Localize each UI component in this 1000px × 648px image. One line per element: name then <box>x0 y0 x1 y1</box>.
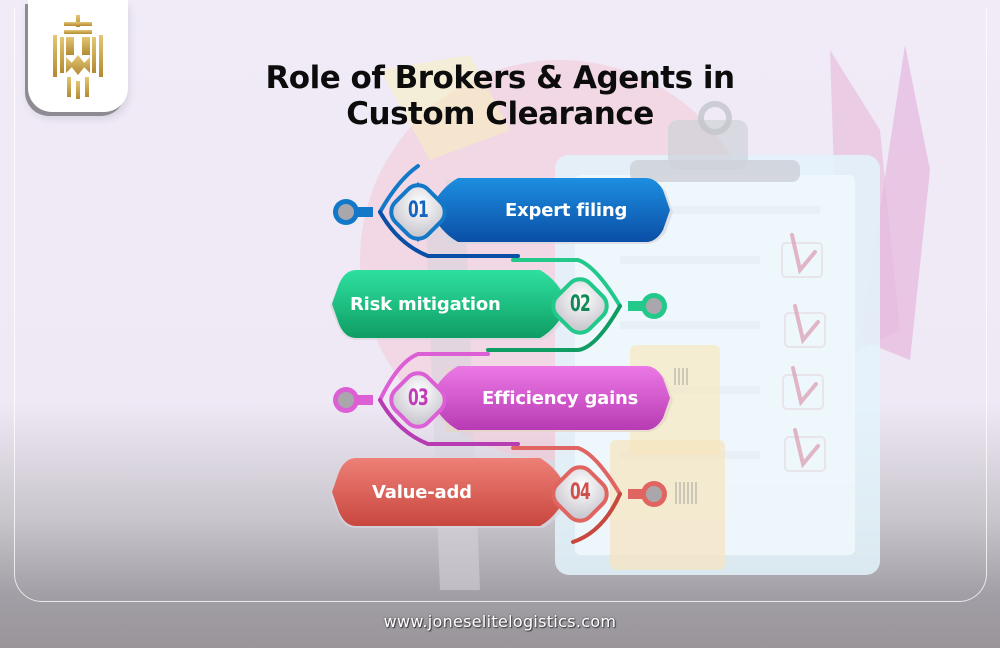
step-label: Expert filing <box>505 200 628 221</box>
step-connector-graphic <box>333 164 673 258</box>
step-number: 04 <box>570 480 591 505</box>
step-connector-graphic <box>330 446 667 544</box>
step-item-01: 01 Expert filing <box>328 164 673 258</box>
content-frame <box>14 8 987 602</box>
page-title: Role of Brokers & Agents in Custom Clear… <box>0 60 1000 132</box>
step-connector-graphic <box>330 258 667 352</box>
step-connector-graphic <box>333 352 673 446</box>
step-label: Risk mitigation <box>350 294 501 315</box>
logo-badge <box>28 0 128 112</box>
crowned-shield-logo-icon <box>53 15 103 99</box>
step-label: Efficiency gains <box>482 388 639 409</box>
title-line-2: Custom Clearance <box>346 96 654 132</box>
step-number: 03 <box>408 386 429 411</box>
step-number: 02 <box>570 292 591 317</box>
step-number: 01 <box>408 198 429 223</box>
step-label: Value-add <box>372 482 472 503</box>
step-item-03: 03 Efficiency gains <box>328 352 673 446</box>
step-item-04: Value-add 04 <box>328 446 673 544</box>
title-line-1: Role of Brokers & Agents in <box>265 60 735 96</box>
website-link[interactable]: www.joneselitelogistics.com <box>383 612 617 631</box>
step-item-02: Risk mitigation 02 <box>328 258 673 352</box>
